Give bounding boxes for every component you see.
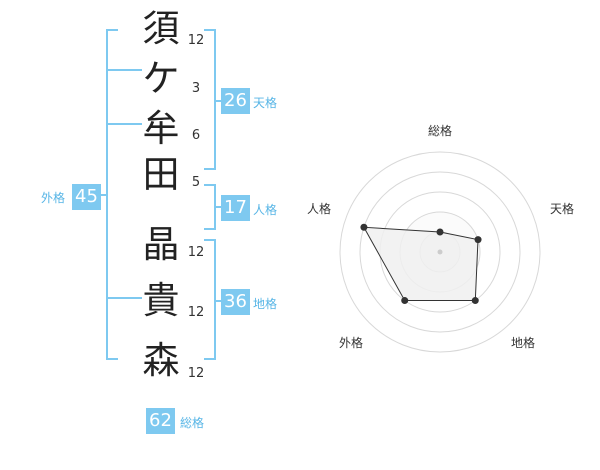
radar-center bbox=[437, 249, 443, 255]
tenkaku-bracket bbox=[204, 29, 216, 170]
radar-polygon bbox=[363, 226, 479, 301]
radar-point-2 bbox=[474, 236, 482, 244]
radar-axis-label-chikaku: 地格 bbox=[511, 336, 536, 350]
tenkaku-label: 天格 bbox=[253, 96, 278, 110]
radar-point-1 bbox=[436, 228, 444, 236]
gaikaku-value: 45 bbox=[72, 184, 101, 210]
bracket-connector bbox=[214, 300, 222, 302]
bracket-connector bbox=[98, 194, 108, 196]
name-char-6: 貴 bbox=[142, 279, 180, 322]
radar-axis-label-gaikaku: 外格 bbox=[339, 336, 364, 350]
chikaku-value: 36 bbox=[221, 289, 250, 315]
stroke-count-3: 6 bbox=[191, 128, 201, 143]
tenkaku-value: 26 bbox=[221, 88, 250, 114]
stroke-count-2: 3 bbox=[191, 81, 201, 96]
bracket-tick bbox=[106, 123, 142, 125]
radar-axis-label-soukaku: 総格 bbox=[428, 124, 453, 138]
bracket-connector bbox=[214, 100, 222, 102]
name-char-3: 牟 bbox=[142, 107, 180, 150]
soukaku-value: 62 bbox=[146, 408, 175, 434]
name-char-1: 須 bbox=[142, 7, 180, 50]
stroke-count-6: 12 bbox=[187, 305, 205, 320]
bracket-tick bbox=[106, 297, 142, 299]
gaikaku-label: 外格 bbox=[41, 191, 66, 205]
chikaku-bracket bbox=[204, 239, 216, 360]
radar-point-4 bbox=[401, 297, 409, 305]
radar-axis-label-tenkaku: 天格 bbox=[550, 202, 575, 216]
jinkaku-label: 人格 bbox=[253, 203, 278, 217]
stroke-count-5: 12 bbox=[187, 245, 205, 260]
soukaku-label: 総格 bbox=[180, 416, 205, 430]
name-char-4: 田 bbox=[142, 153, 180, 196]
radar-point-3 bbox=[471, 297, 479, 305]
bracket-tick bbox=[106, 69, 142, 71]
jinkaku-value: 17 bbox=[221, 195, 250, 221]
radar-point-5 bbox=[360, 223, 368, 231]
stroke-count-7: 12 bbox=[187, 366, 205, 381]
stroke-count-1: 12 bbox=[187, 33, 205, 48]
name-char-2: ケ bbox=[142, 57, 180, 100]
bracket-connector bbox=[214, 206, 222, 208]
radar-axis-label-jinkaku: 人格 bbox=[307, 202, 332, 216]
name-char-7: 森 bbox=[142, 339, 180, 382]
chikaku-label: 地格 bbox=[253, 297, 278, 311]
stroke-count-4: 5 bbox=[191, 175, 201, 190]
name-char-5: 晶 bbox=[142, 223, 180, 266]
